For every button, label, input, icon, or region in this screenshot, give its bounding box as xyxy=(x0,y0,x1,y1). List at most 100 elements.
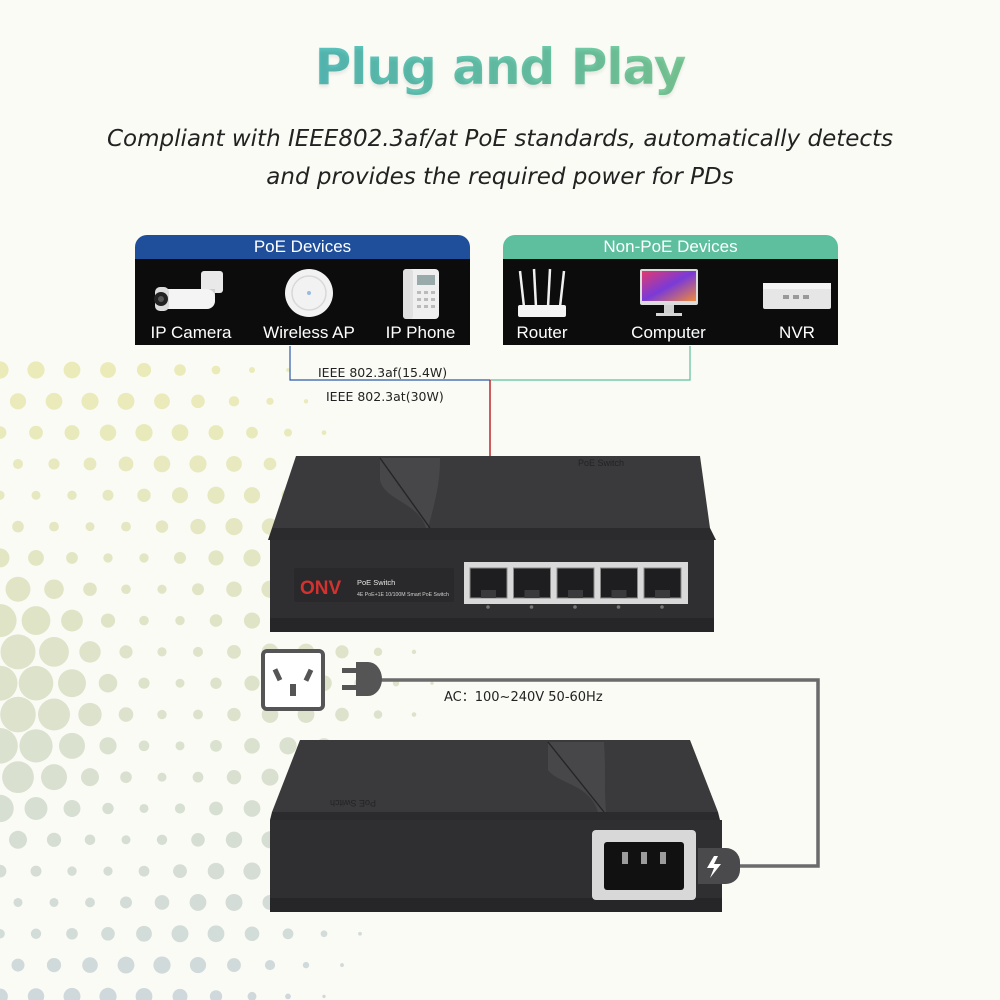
background-dot xyxy=(246,426,258,439)
port-led xyxy=(529,605,534,609)
port-led xyxy=(486,605,490,609)
background-dot xyxy=(225,518,243,536)
background-dot xyxy=(155,520,169,533)
background-dot xyxy=(49,897,59,907)
background-dot xyxy=(63,799,81,817)
background-dot xyxy=(45,392,63,410)
background-dot xyxy=(153,455,171,473)
background-dot xyxy=(5,576,31,602)
background-dot xyxy=(228,396,240,407)
background-dot xyxy=(225,831,243,848)
background-dot xyxy=(244,675,260,691)
background-dot xyxy=(136,362,152,378)
nvr-icon xyxy=(763,283,831,309)
port-latch xyxy=(524,590,540,598)
standard-at-label: IEEE 802.3at(30W) xyxy=(326,389,444,404)
background-dot xyxy=(24,796,48,820)
background-dot xyxy=(136,925,152,942)
background-dot xyxy=(83,582,97,597)
wall-outlet-icon[interactable] xyxy=(260,648,330,712)
background-dot xyxy=(174,803,186,814)
background-dot xyxy=(0,728,18,764)
background-dot xyxy=(103,553,113,563)
background-dot xyxy=(207,862,225,880)
subtitle-line-2: and provides the required power for PDs xyxy=(266,164,734,190)
background-dot xyxy=(81,768,99,787)
background-dot xyxy=(303,399,309,404)
background-dot xyxy=(27,988,45,1000)
router-icon xyxy=(518,268,566,317)
background-dot xyxy=(61,609,83,632)
background-dot xyxy=(44,579,64,600)
background-dot xyxy=(0,490,5,500)
background-dot xyxy=(174,364,186,376)
port-led xyxy=(660,605,664,609)
background-dot xyxy=(411,649,417,655)
background-dot xyxy=(29,425,43,440)
background-dot xyxy=(373,710,383,719)
ac-voltage-label: AC：100~240V 50-60Hz xyxy=(444,690,603,705)
background-dot xyxy=(189,956,207,974)
background-dot xyxy=(12,520,24,533)
background-dot xyxy=(139,803,149,813)
background-dot xyxy=(102,489,114,501)
background-dot xyxy=(66,927,78,940)
port-latch xyxy=(655,590,670,598)
background-dot xyxy=(174,551,186,564)
background-dot xyxy=(18,665,54,701)
background-dot xyxy=(63,361,81,379)
background-dot xyxy=(286,368,290,372)
background-dot xyxy=(58,669,86,698)
switch-model-label: PoE Switch xyxy=(357,578,395,587)
background-dot xyxy=(243,612,261,629)
background-dot xyxy=(264,959,276,971)
background-dot xyxy=(103,866,113,876)
background-dot xyxy=(284,428,292,437)
background-dot xyxy=(0,665,18,701)
device-label: Router xyxy=(516,323,568,342)
ac-inlet-socket[interactable] xyxy=(604,842,684,890)
background-dot xyxy=(0,603,17,638)
background-dot xyxy=(154,393,170,410)
background-dot xyxy=(208,550,224,566)
background-dot xyxy=(373,647,383,657)
device-label: NVR xyxy=(779,323,815,342)
subtitle: Compliant with IEEE802.3af/at PoE standa… xyxy=(100,120,900,196)
background-dot xyxy=(99,424,117,441)
background-dot xyxy=(118,707,134,722)
background-dot xyxy=(227,644,241,659)
background-dot xyxy=(226,456,242,472)
background-dot xyxy=(193,709,203,720)
non-poe-devices-panel: Non-PoE Devices Router xyxy=(503,235,838,345)
background-dot xyxy=(321,430,327,436)
background-dot xyxy=(340,963,344,967)
background-dot xyxy=(157,772,167,782)
background-dot xyxy=(98,673,118,693)
background-dot xyxy=(189,894,207,911)
switch-desc-label: 4E PoE+1E 10/100M Smart PoE Switch xyxy=(357,592,449,598)
background-dot xyxy=(27,361,45,379)
background-dot xyxy=(39,636,69,667)
device-nvr: NVR xyxy=(756,259,838,345)
background-dot xyxy=(285,993,291,1000)
background-dot xyxy=(100,362,116,378)
background-dot xyxy=(249,367,255,373)
background-dot xyxy=(243,800,261,817)
background-dot xyxy=(63,987,81,1000)
background-dot xyxy=(157,584,167,594)
port-latch xyxy=(481,590,496,598)
device-label: IP Camera xyxy=(150,323,232,342)
background-dot xyxy=(0,864,7,878)
background-dot xyxy=(263,457,277,471)
background-dot xyxy=(49,521,59,532)
background-dot xyxy=(192,771,204,783)
background-dot xyxy=(30,865,42,877)
standard-af-label: IEEE 802.3af(15.4W) xyxy=(318,365,448,380)
background-dot xyxy=(9,830,27,849)
power-plug-icon[interactable] xyxy=(338,658,388,702)
device-router: Router xyxy=(503,259,581,345)
background-dot xyxy=(41,764,67,791)
